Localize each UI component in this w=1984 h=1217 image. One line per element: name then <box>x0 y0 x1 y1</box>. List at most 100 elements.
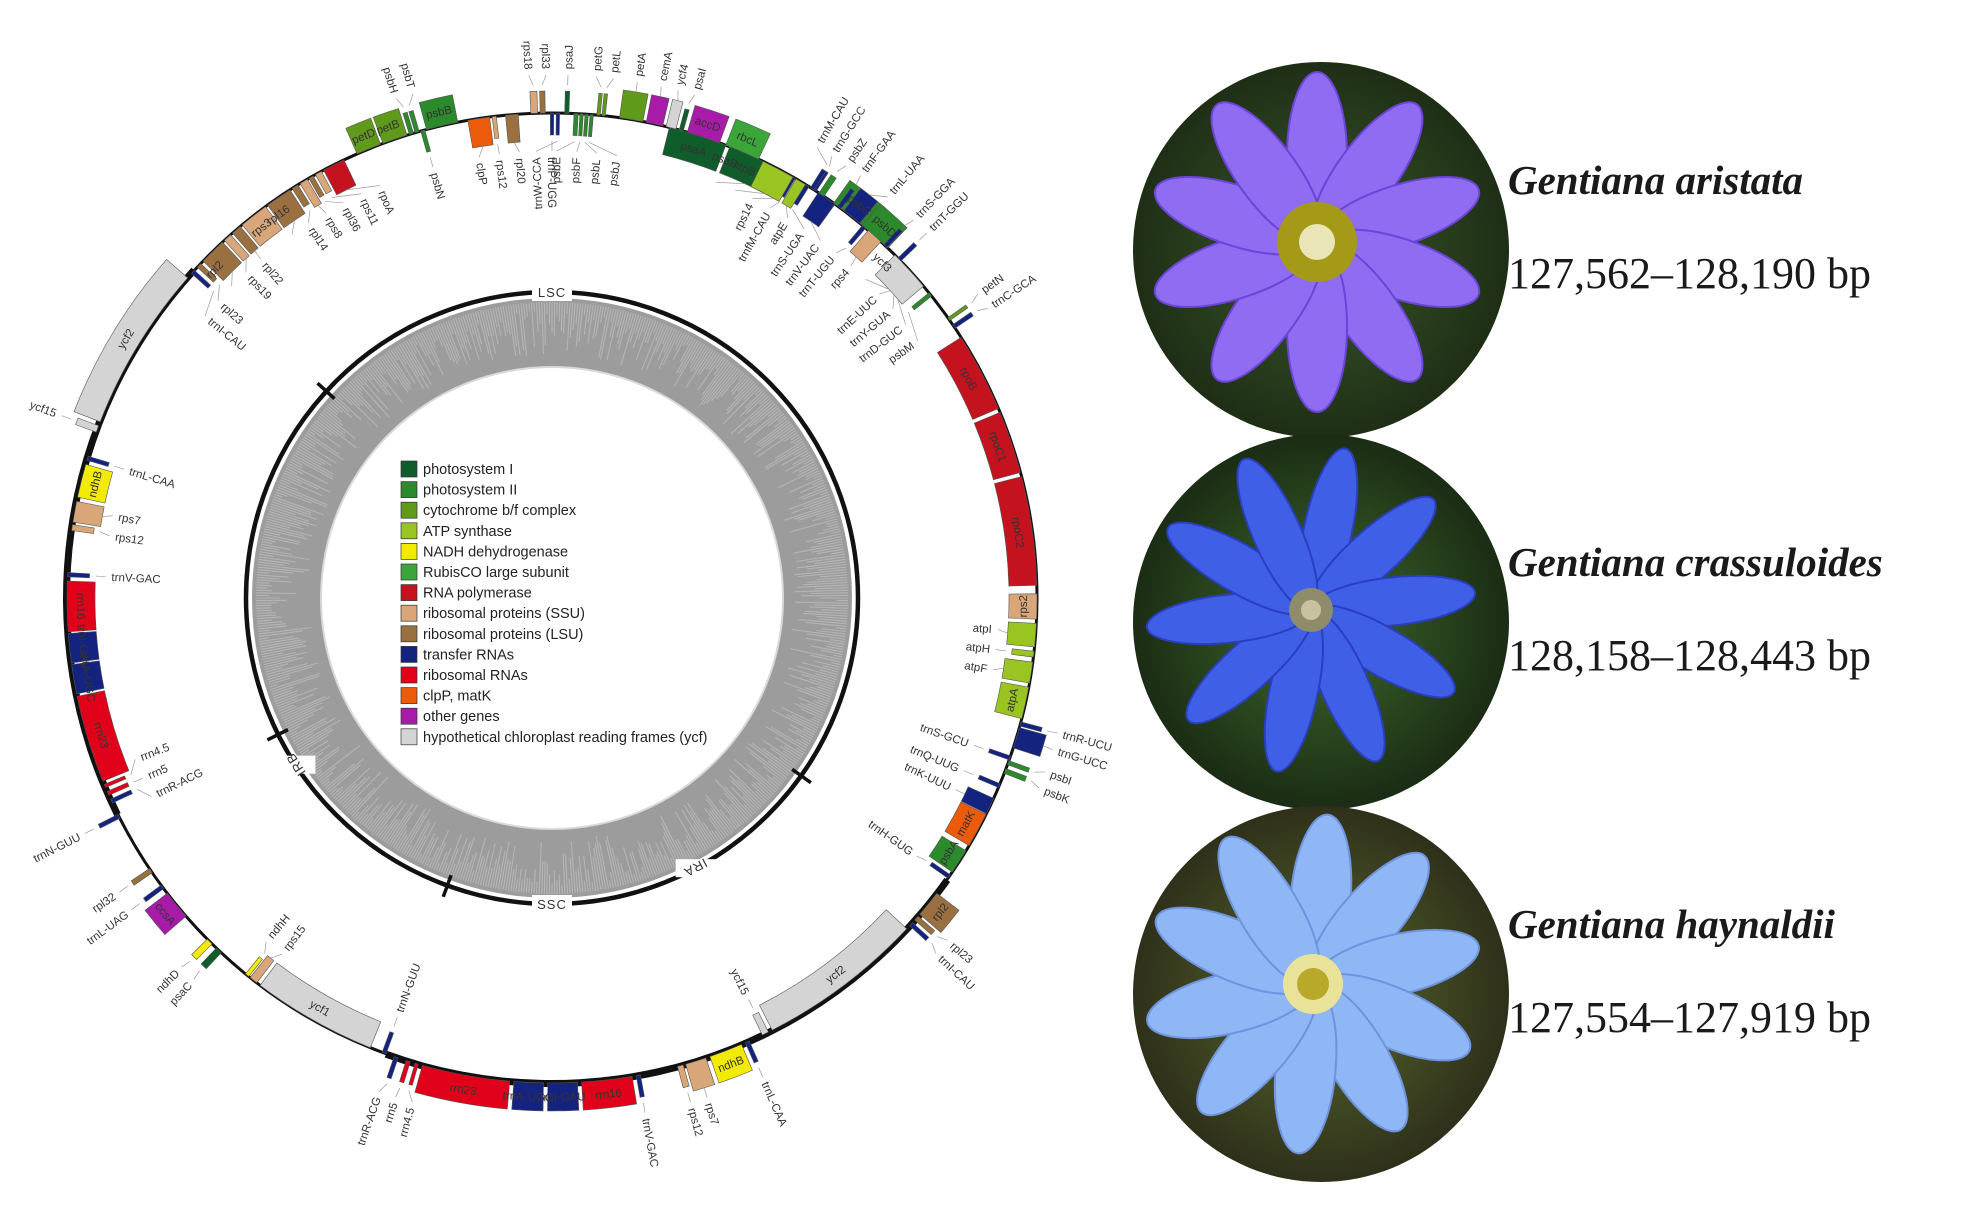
gene-label: psbE <box>551 157 563 184</box>
gene-leader <box>869 194 888 198</box>
gene-petl <box>601 93 608 117</box>
gene-label: trnA-UGC <box>503 1090 554 1104</box>
gene-trnw-cca <box>555 112 560 136</box>
gene-label: trnP-UGG <box>545 157 557 208</box>
gene-rpl14 <box>291 184 310 208</box>
gene-petd <box>345 117 381 155</box>
gene-label: rps12 <box>114 532 144 548</box>
gene-psai <box>678 108 690 132</box>
gene-leader <box>130 759 136 776</box>
region-label-lsc: LSC <box>532 283 572 301</box>
legend-swatch <box>400 625 418 643</box>
gene-leader <box>879 290 891 295</box>
gene-label: psbK <box>1042 786 1071 807</box>
gene-rpl16 <box>267 189 306 229</box>
gene-rps3 <box>241 206 283 247</box>
gene-leader <box>908 311 919 342</box>
gene-label: atpF <box>963 660 988 676</box>
gene-leader <box>976 308 988 312</box>
gene-label: rpl14 <box>306 225 330 253</box>
ira-thick-arc <box>384 877 951 1087</box>
gene-label: psbJ <box>608 161 623 187</box>
gene-psbm <box>911 292 932 311</box>
gene-trnq-uug <box>977 774 1001 788</box>
gene-rps2 <box>1008 593 1038 620</box>
gene-ycf4 <box>665 99 684 130</box>
gene-trnt-ggu <box>897 242 918 262</box>
region-boundary <box>266 728 289 742</box>
legend-label: transfer RNAs <box>423 647 514 663</box>
gene-label: rps2 <box>1018 595 1030 618</box>
legend-item: clpP, matK <box>400 687 492 705</box>
gene-rpoc1 <box>973 412 1021 481</box>
gene-label: psbL <box>589 158 604 185</box>
gene-trnv-gac <box>635 1074 645 1098</box>
gene-leader <box>1031 780 1040 789</box>
gene-label: psbB <box>425 104 454 122</box>
gene-label: atpI <box>972 623 992 636</box>
gene-atpa <box>994 681 1030 719</box>
legend-item: photosystem II <box>400 481 517 499</box>
gene-leader <box>758 1067 763 1077</box>
legend-label: ATP synthase <box>423 524 512 540</box>
gene-ndhb <box>77 463 114 504</box>
gene-leader <box>231 271 233 287</box>
gene-leader <box>993 667 1004 671</box>
gene-atpe <box>781 178 806 209</box>
genome-size: 128,158–128,443 bp <box>1508 631 1871 680</box>
gene-trnl-uag <box>142 884 165 903</box>
gene-atpi <box>1006 621 1037 648</box>
gene-rpl2 <box>202 241 242 281</box>
gene-label: psbI <box>1049 769 1074 788</box>
gene-psbb <box>418 94 459 130</box>
gene-leader <box>660 86 662 97</box>
gene-psbh <box>402 111 414 135</box>
gene-label: trnN-GUU <box>395 962 424 1014</box>
gene-trnl-caa <box>86 455 110 467</box>
species-block-crassuloides: Gentiana crassuloides 128,158–128,443 bp <box>1508 538 1978 681</box>
gene-label: trnW-CCA <box>531 157 545 210</box>
legend-label: ribosomal RNAs <box>423 668 528 684</box>
gene-rps12 <box>677 1064 690 1089</box>
gene-label: petG <box>592 46 606 72</box>
gene-psbi <box>1007 760 1031 773</box>
gene-psbj <box>588 114 594 138</box>
gene-label: trnR-ACG <box>356 1096 384 1148</box>
gene-label: rrn5 <box>383 1101 401 1124</box>
gene-leader <box>865 279 890 290</box>
gene-label: psaJ <box>563 45 576 70</box>
region-boundary <box>791 767 812 785</box>
gene-rrn4-5 <box>103 775 127 788</box>
gene-label: rrn4.5 <box>398 1106 418 1138</box>
gene-label: rps8 <box>323 215 345 240</box>
gene-label: rrn23 <box>449 1082 478 1099</box>
gene-rpl22 <box>232 226 259 255</box>
gene-leader <box>904 219 914 226</box>
gene-leader <box>193 970 200 980</box>
gene-trng-ucc <box>1012 727 1047 757</box>
gene-label: atpA <box>1004 687 1021 713</box>
gene-leader <box>576 141 581 152</box>
gene-label: rps12 <box>493 159 508 189</box>
legend-label: ribosomal proteins (SSU) <box>423 606 585 622</box>
gene-leader <box>317 205 326 213</box>
gene-label: trnH-GUG <box>866 819 915 859</box>
gene-ccsa <box>144 892 187 935</box>
gene-label: trnL-CAA <box>128 466 177 491</box>
gene-leader <box>687 1092 691 1103</box>
gene-rrn5 <box>106 782 130 796</box>
gene-leader <box>642 1102 646 1113</box>
gene-leader <box>850 256 857 266</box>
legend-swatch <box>400 501 418 519</box>
gene-rpl23 <box>196 263 218 283</box>
legend-item: NADH dehydrogenase <box>400 543 568 560</box>
gene-leader <box>181 961 191 968</box>
gene-label: trnV-GAC <box>639 1118 660 1169</box>
gene-label: trnI-GAU <box>540 1091 586 1104</box>
gene-leader <box>770 201 780 209</box>
gene-label: rps7 <box>117 512 141 528</box>
gene-rrn16 <box>581 1076 638 1111</box>
gene-label: atpE <box>768 220 791 247</box>
gene-psac <box>200 947 222 970</box>
